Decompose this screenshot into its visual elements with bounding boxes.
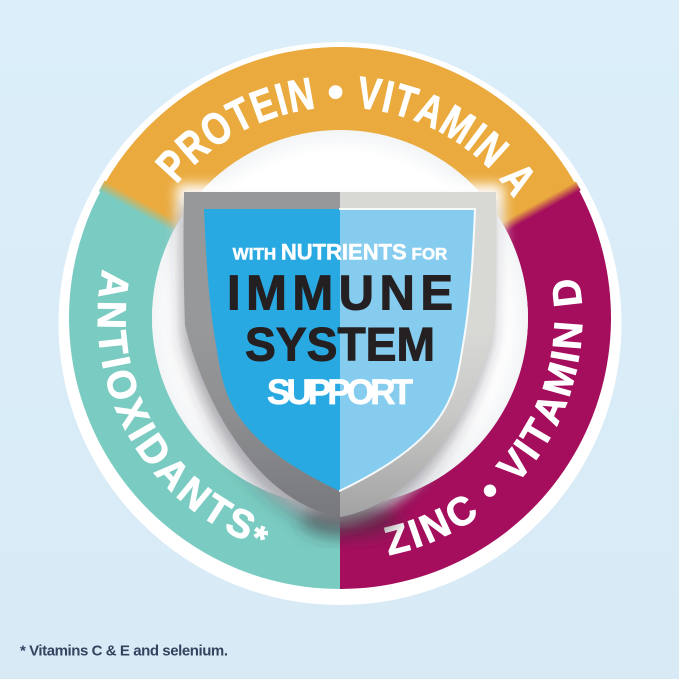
svg-text:* Vitamins C & E and selenium.: * Vitamins C & E and selenium. — [20, 643, 228, 660]
svg-text:WITH NUTRIENTS FOR: WITH NUTRIENTS FOR — [233, 240, 448, 265]
svg-text:T: T — [89, 329, 136, 357]
svg-text:SYSTEM: SYSTEM — [245, 318, 435, 371]
svg-text:SUPPORT: SUPPORT — [267, 373, 413, 412]
svg-text:D: D — [544, 276, 591, 309]
svg-text:A: A — [89, 268, 137, 302]
svg-text:N: N — [89, 301, 134, 330]
svg-text:•: • — [327, 66, 344, 117]
svg-text:N: N — [545, 320, 592, 351]
